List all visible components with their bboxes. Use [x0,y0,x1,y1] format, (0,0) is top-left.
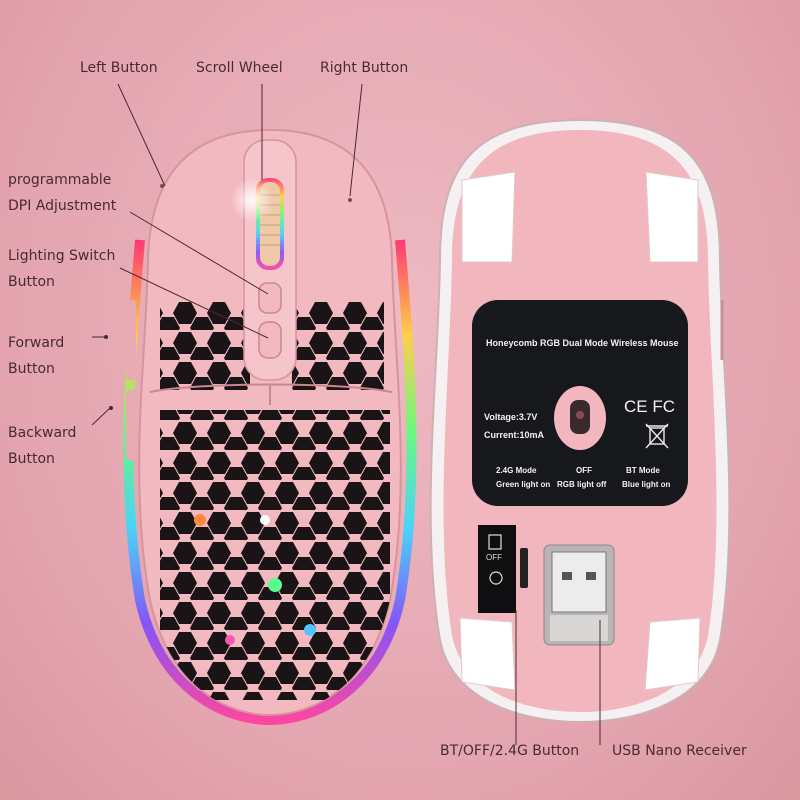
plate-current: Current:10mA [484,430,545,440]
mode-bt-desc: Blue light on [622,480,671,489]
mode-bt-name: BT Mode [626,466,660,475]
mouse-top-view [123,128,417,726]
label-right-button: Right Button [320,60,409,76]
label-forward-line1: Forward [8,335,65,351]
label-backward-line1: Backward [8,425,77,441]
callout-lines [91,83,363,426]
label-dpi-line2: DPI Adjustment [8,198,117,214]
mouse-bottom-view [429,118,731,745]
label-usb-receiver: USB Nano Receiver [612,743,747,759]
mode-2-4g-name: 2.4G Mode [496,466,537,475]
mode-off-name: OFF [576,466,592,475]
label-dpi-line1: programmable [8,172,112,188]
label-lighting-line2: Button [8,274,55,290]
label-scroll-wheel: Scroll Wheel [196,60,283,76]
label-lighting-line1: Lighting Switch [8,248,116,264]
mode-off-desc: RGB light off [557,480,607,489]
label-left-button: Left Button [80,60,158,76]
plate-voltage: Voltage:3.7V [484,412,538,422]
mode-2-4g-desc: Green light on [496,480,551,489]
label-forward-line2: Button [8,361,55,377]
switch-off-label: OFF [486,553,502,562]
label-mode-switch: BT/OFF/2.4G Button [440,743,580,759]
weee-bin-icon [645,423,669,449]
plate-title: Honeycomb RGB Dual Mode Wireless Mouse [486,338,679,348]
ce-fcc-mark: CE FC [624,397,675,416]
label-backward-line2: Button [8,451,55,467]
